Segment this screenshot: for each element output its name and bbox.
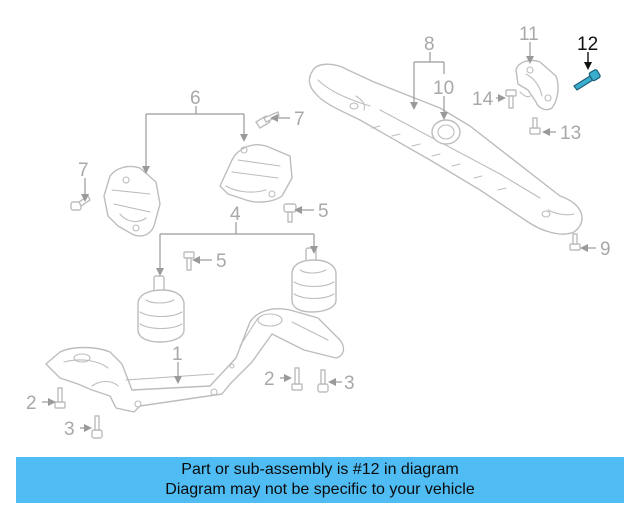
callout-5-upper: 5 xyxy=(318,201,329,222)
bolt-9 xyxy=(569,233,581,251)
callout-13: 13 xyxy=(560,123,581,144)
callout-1: 1 xyxy=(172,344,183,365)
callout-3-left: 3 xyxy=(64,419,75,440)
callout-10: 10 xyxy=(433,78,454,99)
mount-bracket xyxy=(515,59,559,111)
callout-7-left: 7 xyxy=(78,160,89,181)
bolt-5-upper xyxy=(283,203,297,223)
bolt-2-left xyxy=(54,387,66,409)
callout-3-right: 3 xyxy=(344,373,355,394)
callout-7-right: 7 xyxy=(294,109,305,130)
callout-4: 4 xyxy=(230,204,241,225)
bolt-12-highlighted[interactable] xyxy=(573,69,601,91)
banner-line-1: Part or sub-assembly is #12 in diagram xyxy=(181,461,459,478)
leader-lines xyxy=(42,42,596,432)
info-banner: Part or sub-assembly is #12 in diagram D… xyxy=(16,457,624,503)
callout-2-left: 2 xyxy=(26,393,37,414)
engine-mount-bracket-left xyxy=(103,165,161,237)
bolt-2-right xyxy=(291,367,303,391)
engine-mount-bracket-right xyxy=(219,144,293,203)
callout-8: 8 xyxy=(424,34,435,55)
callout-9: 9 xyxy=(600,239,611,260)
engine-mount-right xyxy=(291,247,337,313)
callout-5-lower: 5 xyxy=(216,251,227,272)
callout-11: 11 xyxy=(519,24,539,45)
transmission-crossmember xyxy=(308,63,583,235)
callout-14: 14 xyxy=(472,89,494,110)
bolt-3-left xyxy=(91,415,103,439)
bolt-7-right xyxy=(255,111,280,129)
banner-line-2: Diagram may not be specific to your vehi… xyxy=(165,481,475,498)
parts-diagram: 1 2 3 2 3 4 5 5 6 7 7 8 9 10 11 12 13 14 xyxy=(26,24,611,440)
bolt-14 xyxy=(505,89,517,109)
bolt-5-lower xyxy=(183,251,195,271)
subframe xyxy=(45,308,345,413)
bolt-7-left xyxy=(70,195,91,211)
engine-mount-left xyxy=(137,275,185,343)
callout-labels: 1 2 3 2 3 4 5 5 6 7 7 8 9 10 11 12 13 14 xyxy=(26,24,611,440)
callout-6: 6 xyxy=(190,88,201,109)
callout-12: 12 xyxy=(577,34,598,55)
bolt-3-right xyxy=(317,369,329,393)
bolt-13 xyxy=(529,117,541,135)
callout-2-right: 2 xyxy=(264,369,275,390)
